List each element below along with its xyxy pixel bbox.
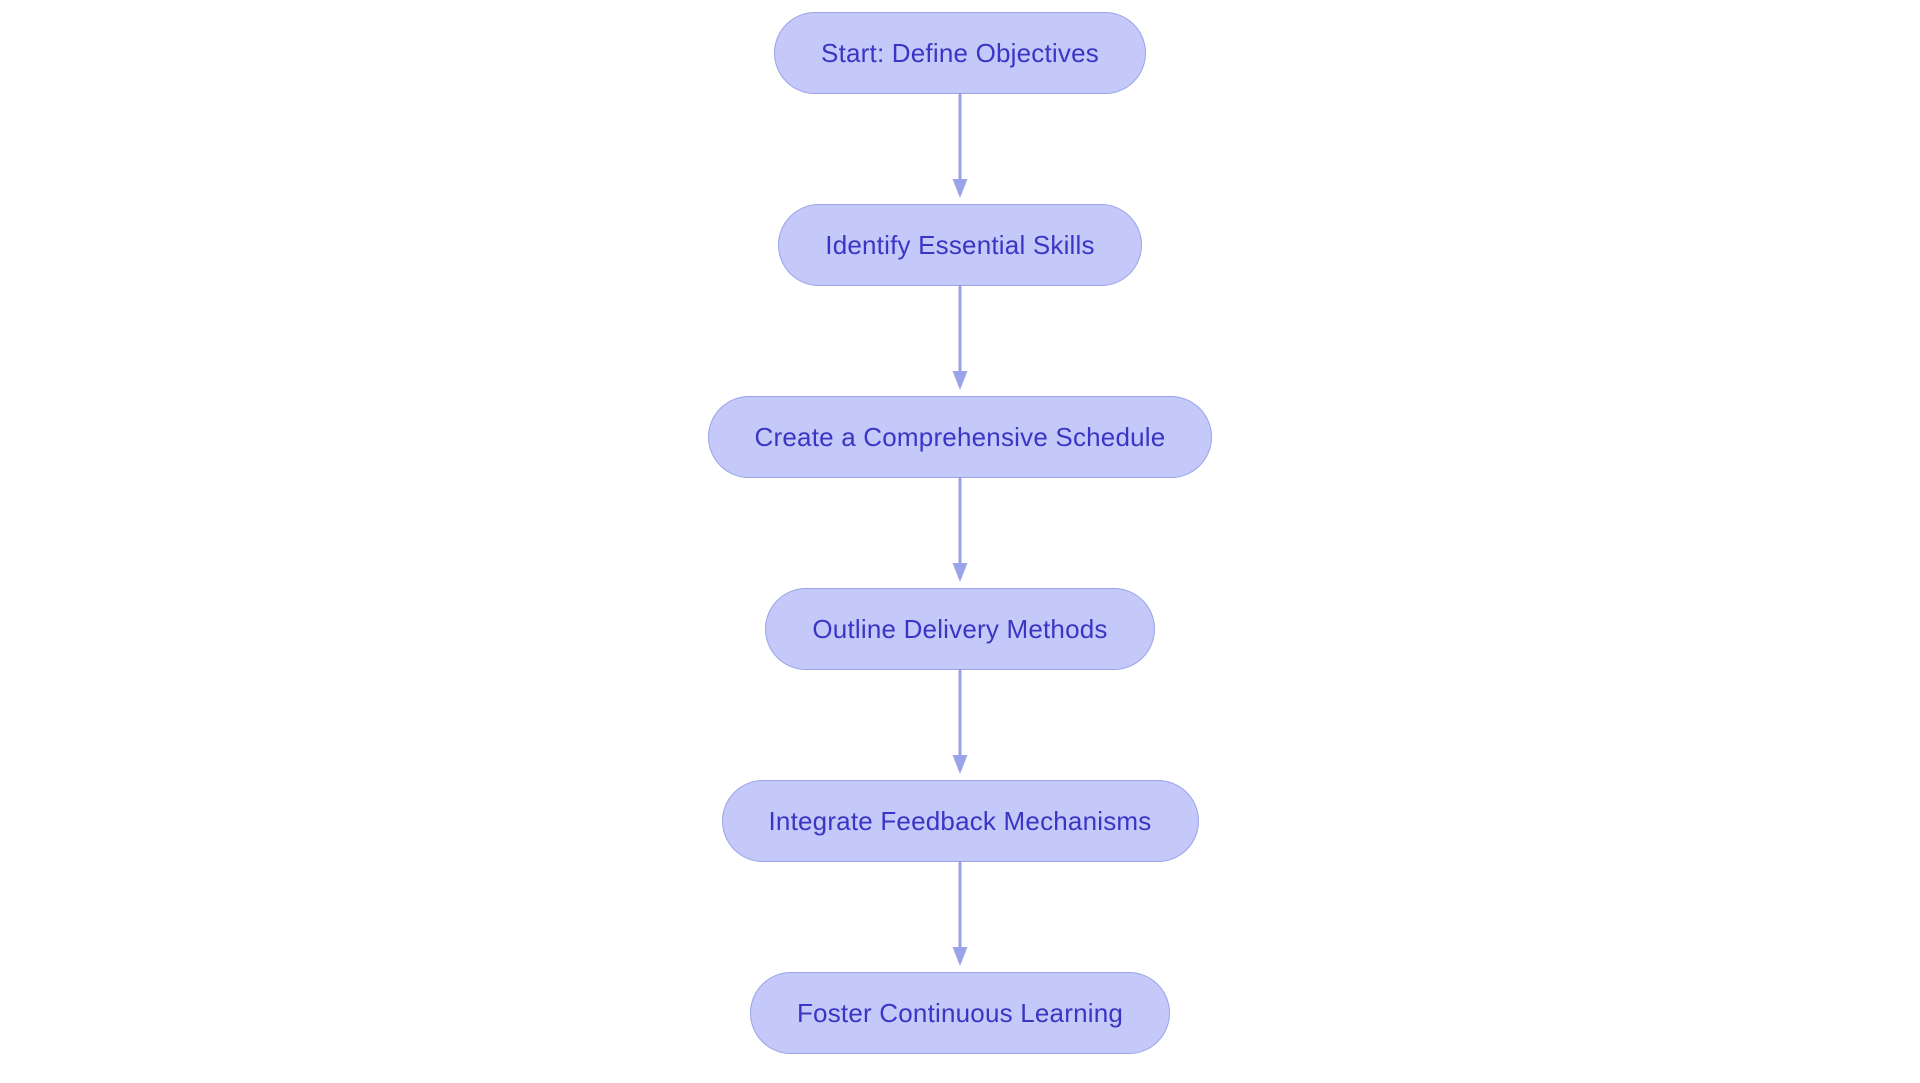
flowchart-node-create-a-comprehensive-schedule[interactable]: Create a Comprehensive Schedule: [707, 396, 1213, 478]
flowchart-edge-n2-n3: [945, 286, 975, 396]
down-arrow-icon: [952, 670, 968, 774]
flowchart-edge-n3-n4: [945, 478, 975, 588]
down-arrow-icon: [952, 94, 968, 198]
flowchart-node-label: Create a Comprehensive Schedule: [754, 422, 1166, 452]
flowchart-edge-n1-n2: [945, 94, 975, 204]
flowchart-node-label: Outline Delivery Methods: [812, 614, 1108, 644]
flowchart-node-label: Integrate Feedback Mechanisms: [768, 806, 1152, 836]
flowchart-node-integrate-feedback-mechanisms[interactable]: Integrate Feedback Mechanisms: [721, 780, 1199, 862]
flowchart-node-outline-delivery-methods[interactable]: Outline Delivery Methods: [765, 588, 1155, 670]
flowchart-edge-n5-n6: [945, 862, 975, 972]
flowchart-edge-n4-n5: [945, 670, 975, 780]
down-arrow-icon: [952, 862, 968, 966]
flowchart-node-start-define-objectives[interactable]: Start: Define Objectives: [774, 12, 1146, 94]
flowchart-node-identify-essential-skills[interactable]: Identify Essential Skills: [778, 204, 1142, 286]
flowchart-node-label: Foster Continuous Learning: [796, 998, 1124, 1028]
down-arrow-icon: [952, 478, 968, 582]
flowchart-node-label: Start: Define Objectives: [821, 38, 1099, 68]
down-arrow-icon: [952, 286, 968, 390]
flowchart-node-foster-continuous-learning[interactable]: Foster Continuous Learning: [749, 972, 1171, 1054]
flowchart-node-label: Identify Essential Skills: [825, 230, 1095, 260]
